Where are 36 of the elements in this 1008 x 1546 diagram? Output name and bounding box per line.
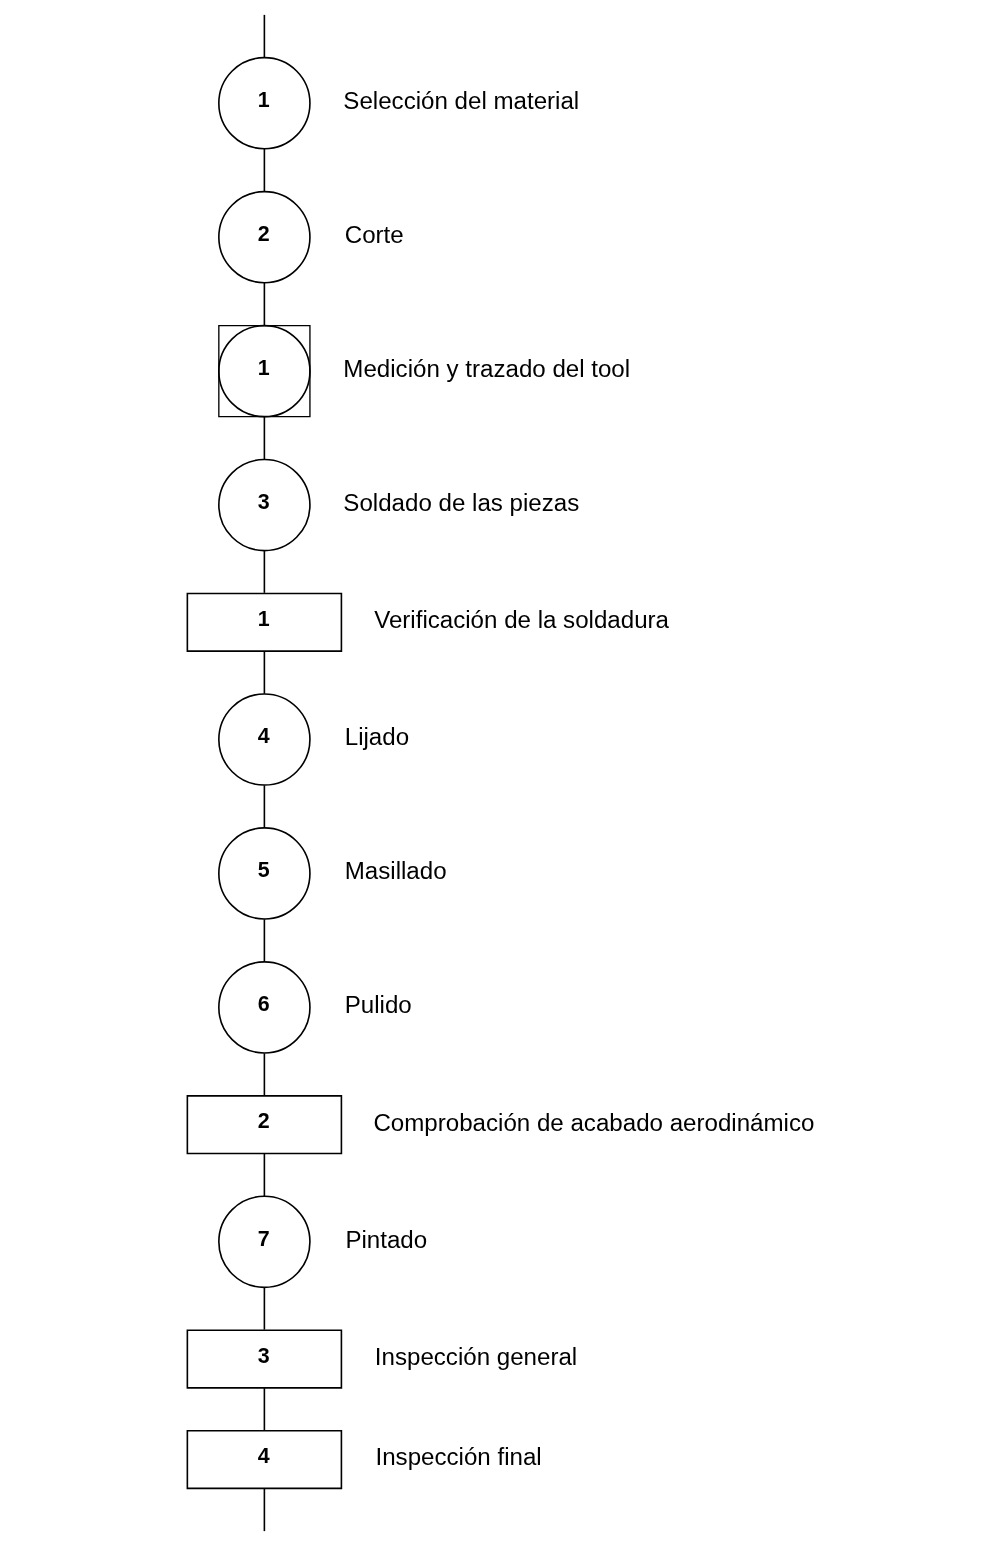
node-label: Comprobación de acabado aerodinámico bbox=[372, 1108, 814, 1136]
connector bbox=[263, 148, 265, 193]
node-label: Selección del material bbox=[342, 87, 579, 115]
node-box: 2 bbox=[186, 1095, 342, 1155]
node-label: Soldado de las piezas bbox=[342, 488, 579, 516]
node-box: 3 bbox=[186, 1329, 342, 1389]
node-box: 4 bbox=[186, 1429, 342, 1490]
node-label: Pulido bbox=[344, 991, 412, 1019]
connector bbox=[263, 1387, 265, 1432]
connector bbox=[263, 918, 265, 963]
connector bbox=[263, 550, 265, 594]
connector bbox=[263, 784, 265, 829]
connector bbox=[263, 416, 265, 461]
connector bbox=[263, 1052, 265, 1096]
node-label: Inspección final bbox=[375, 1443, 542, 1471]
node-label: Verificación de la soldadura bbox=[373, 606, 669, 634]
connector bbox=[263, 650, 265, 695]
node-box: 1 bbox=[186, 592, 342, 652]
node-circle: 4 bbox=[217, 693, 311, 786]
node-circle: 5 bbox=[217, 827, 311, 920]
node-label: Pintado bbox=[344, 1225, 427, 1253]
node-circle: 3 bbox=[217, 458, 311, 552]
node-label: Inspección general bbox=[374, 1342, 577, 1370]
node-label: Masillado bbox=[344, 857, 447, 885]
connector bbox=[263, 1287, 265, 1331]
connector bbox=[263, 282, 265, 327]
node-circle: 2 bbox=[217, 190, 311, 284]
node-circle: 1 bbox=[217, 56, 311, 150]
node-circle: 6 bbox=[217, 961, 311, 1054]
connector bbox=[263, 14, 265, 59]
node-circle: 7 bbox=[217, 1195, 311, 1289]
node-label: Medición y trazado del tool bbox=[342, 355, 630, 383]
node-label: Corte bbox=[344, 221, 404, 249]
node-label: Lijado bbox=[344, 723, 409, 751]
connector bbox=[263, 1152, 265, 1197]
connector bbox=[263, 1487, 265, 1532]
